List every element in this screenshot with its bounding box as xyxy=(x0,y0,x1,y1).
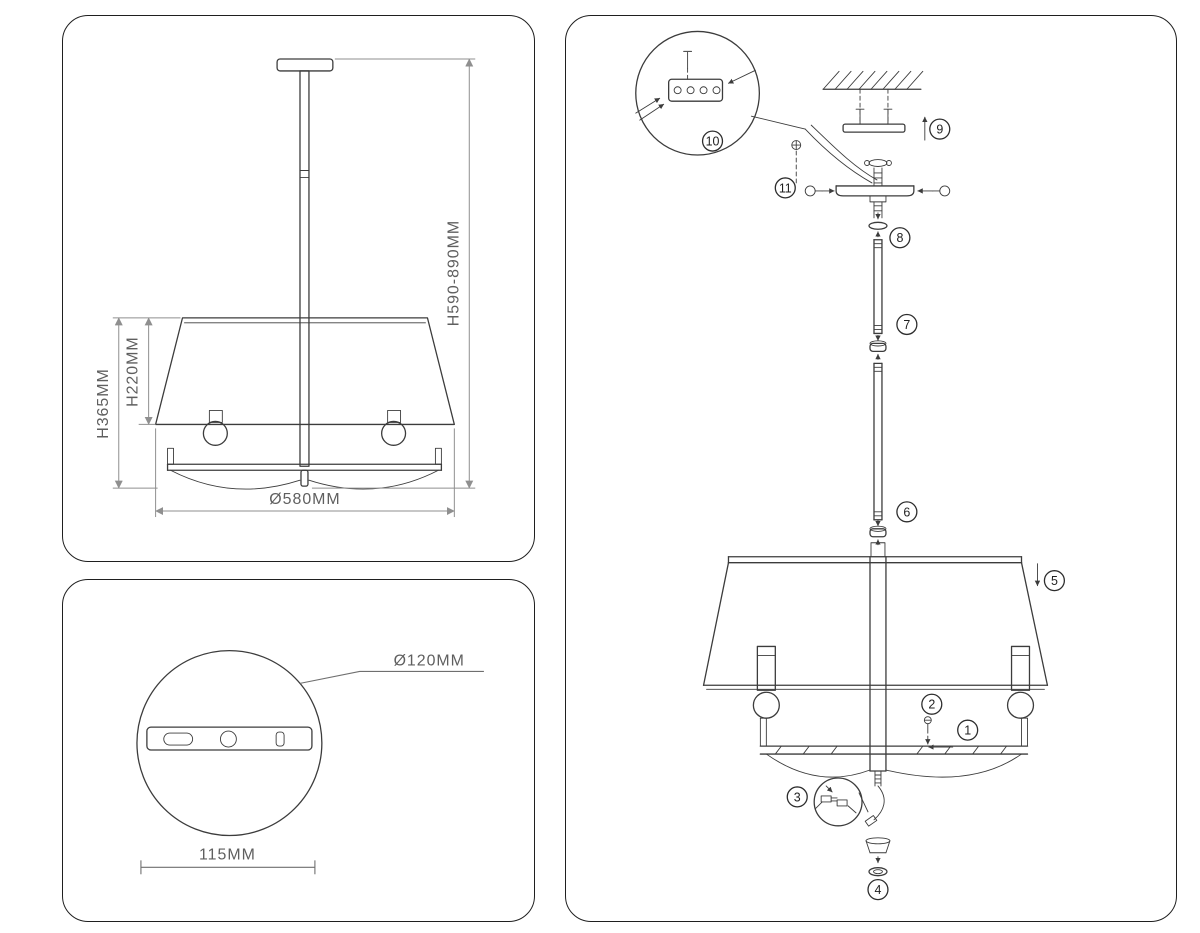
rod-lower xyxy=(873,362,883,521)
step-number-2: 2 xyxy=(928,698,935,712)
mounting-bracket xyxy=(842,108,928,141)
terminal-block-detail xyxy=(635,30,806,156)
mount-hole xyxy=(220,730,237,748)
step-number-6: 6 xyxy=(903,505,910,519)
label-shade-height: H220MM xyxy=(125,336,142,407)
step-marker-3: 3 xyxy=(786,786,808,808)
wing-nut xyxy=(868,159,888,167)
step-marker-11: 11 xyxy=(774,177,796,199)
assembly-drawing: 1 2 3 4 5 6 7 8 xyxy=(635,30,1066,901)
canopy-wiring xyxy=(791,124,878,185)
rod-coupler xyxy=(869,334,887,360)
wire-arrow-icon xyxy=(639,103,665,121)
step-number-10: 10 xyxy=(706,135,720,149)
terminal-block xyxy=(668,78,724,102)
dimension-canopy-diameter: Ø120MM xyxy=(299,652,484,684)
panel-canopy-view: Ø120MM 115MM xyxy=(62,579,535,922)
mount-clip xyxy=(275,731,285,747)
step-number-9: 9 xyxy=(936,123,943,137)
label-body-height: H365MM xyxy=(95,368,112,439)
canopy-plate xyxy=(835,185,915,197)
frame-ring xyxy=(759,717,1029,778)
dimension-total-height: H590-890MM xyxy=(311,58,476,489)
hanging-rod xyxy=(299,70,310,467)
step-marker-7: 7 xyxy=(896,313,918,336)
rod-upper xyxy=(873,239,883,335)
mount-slot xyxy=(163,732,194,746)
label-total-height: H590-890MM xyxy=(445,220,462,326)
pendant-lamp-drawing xyxy=(154,58,455,490)
dimension-mount-width: 115MM xyxy=(140,846,316,875)
lamp-frame xyxy=(166,447,443,490)
front-view-drawing: H590-890MM H365MM H220MM Ø580MM xyxy=(95,58,476,518)
step-number-3: 3 xyxy=(794,790,801,804)
rod-nut xyxy=(869,520,887,546)
canopy-drawing xyxy=(136,649,323,837)
step-marker-5: 5 xyxy=(1043,570,1066,592)
canopy-view-drawing: Ø120MM 115MM xyxy=(136,649,484,875)
step-marker-8: 8 xyxy=(889,227,911,249)
wire-arrow-icon xyxy=(635,97,661,114)
step-number-8: 8 xyxy=(896,231,903,245)
frame-screw xyxy=(923,716,954,750)
step-marker-9: 9 xyxy=(929,118,951,140)
wire-arrow-icon xyxy=(728,69,756,84)
center-tube xyxy=(869,556,887,787)
detail-leader-line xyxy=(750,115,806,130)
lamp-shade xyxy=(154,317,455,426)
panel-front-view: H590-890MM H365MM H220MM Ø580MM xyxy=(62,15,535,562)
label-mount-width: 115MM xyxy=(199,846,256,863)
dimension-shade-diameter: Ø580MM xyxy=(155,428,455,518)
thumbscrew-left xyxy=(804,185,816,197)
step-number-1: 1 xyxy=(964,724,971,738)
label-shade-diameter: Ø580MM xyxy=(269,491,340,508)
canopy-assembly xyxy=(804,159,951,203)
ceiling-plate xyxy=(276,58,334,72)
step-number-5: 5 xyxy=(1051,574,1058,588)
step-marker-2: 2 xyxy=(921,693,943,715)
shade-exploded xyxy=(702,542,1049,690)
bulbs xyxy=(202,410,407,446)
ground-screw-icon xyxy=(791,140,802,150)
dimension-shade-height: H220MM xyxy=(125,317,156,425)
step-marker-1: 1 xyxy=(957,719,979,741)
step-number-11: 11 xyxy=(779,181,792,195)
step-marker-4: 4 xyxy=(867,879,889,901)
mount-bar xyxy=(146,726,313,751)
step-marker-6: 6 xyxy=(896,501,918,523)
panel-assembly-view: 1 2 3 4 5 6 7 8 xyxy=(565,15,1177,922)
wire-connector-detail xyxy=(813,777,885,827)
candles-bulbs xyxy=(752,645,1035,719)
label-canopy-diameter: Ø120MM xyxy=(394,652,465,669)
step-number-4: 4 xyxy=(875,883,882,897)
bottom-finial-stack xyxy=(865,837,891,877)
thumbscrew-right xyxy=(939,185,951,197)
ceiling-hatch xyxy=(822,70,924,123)
step-number-7: 7 xyxy=(903,318,910,332)
canopy-locknut xyxy=(868,201,888,238)
step-marker-10: 10 xyxy=(701,130,724,152)
